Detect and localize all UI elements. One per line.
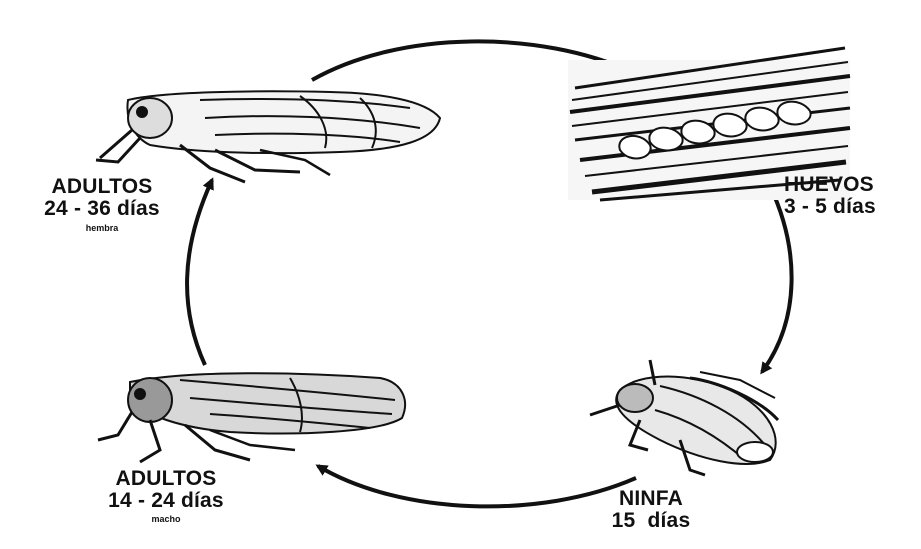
leafhopper-female-icon: [96, 91, 440, 182]
nymph-icon: [590, 360, 778, 475]
stage-name: ADULTOS: [80, 468, 252, 490]
stage-duration: 14 - 24 días: [80, 490, 252, 512]
stage-sex: macho: [80, 515, 252, 524]
stage-name: NINFA: [596, 488, 706, 510]
stage-label-adult-female: ADULTOS 24 - 36 días hembra: [18, 176, 186, 234]
stage-duration: 3 - 5 días: [784, 196, 921, 218]
stage-label-nymph: NINFA 15 días: [596, 488, 706, 532]
cycle-arrow-bottom: [318, 466, 636, 506]
stage-sex: hembra: [18, 224, 186, 233]
leafhopper-male-icon: [98, 373, 405, 462]
stage-name: HUEVOS: [784, 174, 921, 196]
stage-duration: 15 días: [596, 510, 706, 532]
stage-name: ADULTOS: [18, 176, 186, 198]
stage-label-eggs: HUEVOS 3 - 5 días: [784, 174, 921, 218]
stage-duration: 24 - 36 días: [18, 198, 186, 220]
cycle-arrow-left: [187, 180, 212, 365]
stage-label-adult-male: ADULTOS 14 - 24 días macho: [80, 468, 252, 525]
